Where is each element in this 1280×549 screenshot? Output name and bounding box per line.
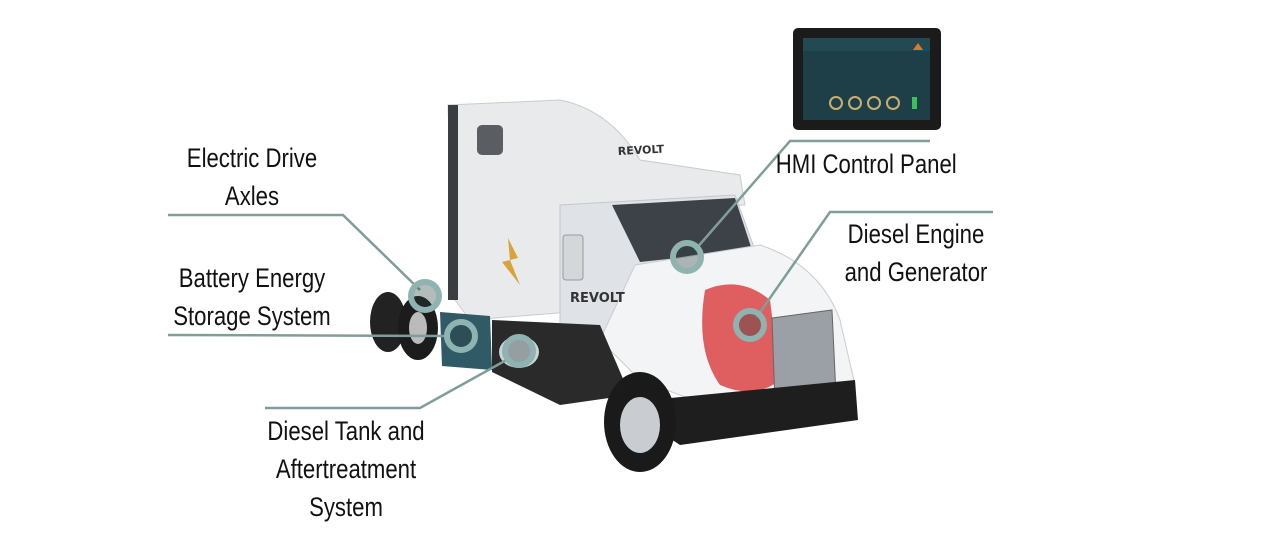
- truck-roof-logo: REVOLT: [617, 143, 664, 158]
- label-line: Storage System: [173, 301, 331, 331]
- hmi-tablet-image: [793, 28, 941, 130]
- engine-callout-line: [754, 210, 993, 319]
- label-line: HMI Control Panel: [775, 149, 957, 179]
- diesel-tank-marker: [502, 334, 536, 368]
- label-hmi-control-panel: HMI Control Panel: [775, 145, 957, 183]
- label-line: Diesel Tank and: [267, 416, 425, 446]
- label-diesel-tank-aftertreatment: Diesel Tank and Aftertreatment System: [256, 412, 436, 526]
- hmi-marker: [670, 240, 704, 274]
- truck-door-logo: REVOLT: [570, 291, 625, 306]
- drive-axles-callout-line: [168, 213, 421, 291]
- engine-marker: [733, 308, 767, 342]
- callout-lines: [167, 139, 993, 410]
- drive-axles-marker: [408, 279, 442, 313]
- battery-marker: [444, 319, 478, 353]
- label-electric-drive-axles: Electric Drive Axles: [170, 139, 334, 215]
- label-line: Battery Energy: [178, 263, 326, 293]
- label-battery-energy-storage: Battery Energy Storage System: [162, 259, 342, 335]
- label-line: System: [309, 492, 383, 522]
- label-line: Diesel Engine: [847, 219, 985, 249]
- label-line: Electric Drive: [186, 143, 318, 173]
- diesel-tank-callout-line: [265, 356, 511, 410]
- battery-callout-line: [167, 333, 451, 338]
- hmi-callout-line: [694, 139, 930, 251]
- callout-markers: [408, 240, 767, 368]
- label-line: Aftertreatment: [275, 454, 417, 484]
- label-line: Axles: [224, 181, 280, 211]
- label-line: and Generator: [844, 257, 988, 287]
- label-diesel-engine-generator: Diesel Engine and Generator: [826, 215, 1006, 291]
